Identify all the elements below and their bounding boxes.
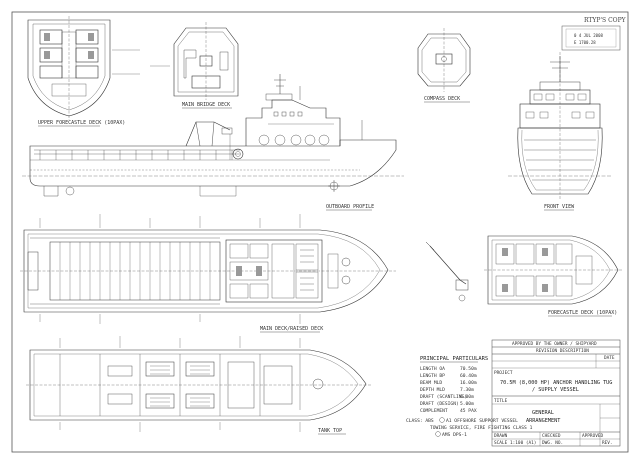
upper-forecastle-plan bbox=[27, 16, 140, 120]
stamp-line1: 0 4 JUL 2008 bbox=[574, 33, 603, 38]
bridge-deck-plan bbox=[150, 22, 239, 100]
title-block-field: APPROVED bbox=[582, 433, 604, 439]
particular-value: 5.00m bbox=[460, 401, 474, 407]
title-block-header: APPROVED BY THE OWNER / SHIPYARD bbox=[512, 341, 597, 347]
particular-label: BEAM MLD bbox=[420, 380, 442, 386]
particular-label: DRAFT (SCANTLING) bbox=[420, 394, 467, 400]
compass-deck-title: COMPASS DECK bbox=[424, 96, 460, 102]
particular-value: 60.40m bbox=[460, 373, 477, 379]
drawing-title-label: TITLE bbox=[494, 398, 508, 404]
drawing-title-line2: ARRANGEMENT bbox=[526, 418, 560, 424]
title-block-field: DWG. NO. bbox=[542, 440, 563, 446]
title-block-field: SCALE bbox=[494, 440, 508, 446]
drawing-title-line1: GENERAL bbox=[532, 410, 554, 416]
title-block-value: 1:100 (A1) bbox=[510, 440, 536, 446]
tank-top-title: TANK TOP bbox=[318, 428, 342, 434]
class-symbol-icon bbox=[435, 431, 441, 437]
principal-particulars: PRINCIPAL PARTICULARS LENGTH OA 70.50m L… bbox=[406, 356, 533, 438]
main-deck-plan bbox=[20, 214, 396, 324]
bridge-deck-title: MAIN BRIDGE DECK bbox=[182, 102, 230, 108]
particular-label: DRAFT (DESIGN) bbox=[420, 401, 459, 407]
particular-label: DEPTH MLD bbox=[420, 387, 445, 393]
stamp-line2: E 1700.28 bbox=[574, 40, 596, 45]
tank-top-plan bbox=[26, 336, 372, 432]
class-note: TOWING SERVICE, FIRE FIGHTING CLASS 1 bbox=[430, 425, 533, 431]
revision-date-label: DATE bbox=[604, 355, 615, 361]
title-block-subheader: REVISION DESCRIPTION bbox=[536, 348, 589, 354]
title-block bbox=[491, 339, 621, 447]
upper-forecastle-title: UPPER FORECASTLE DECK (10PAX) bbox=[38, 120, 125, 126]
front-view-title: FRONT VIEW bbox=[544, 204, 575, 210]
particular-value: 7.30m bbox=[460, 387, 474, 393]
project-title-line2: / SUPPLY VESSEL bbox=[532, 387, 579, 393]
title-block-field: DRAWN bbox=[494, 433, 508, 439]
front-view bbox=[508, 52, 612, 200]
stamp-title: RTYP'S COPY bbox=[584, 17, 627, 24]
class-note: A1 OFFSHORE SUPPORT VESSEL bbox=[446, 418, 518, 424]
particular-value: 45 PAX bbox=[460, 408, 477, 414]
outboard-profile-title: OUTBOARD PROFILE bbox=[326, 204, 374, 210]
particular-label: LENGTH OA bbox=[420, 366, 445, 372]
title-block-field: REV. bbox=[602, 440, 613, 446]
particular-label: LENGTH BP bbox=[420, 373, 445, 379]
sheet-border bbox=[11, 11, 629, 453]
title-block-field: CHECKED bbox=[542, 433, 561, 439]
main-deck-title: MAIN DECK/RAISED DECK bbox=[260, 326, 323, 332]
forecastle-plan bbox=[425, 235, 622, 305]
class-note: AMS DPS-1 bbox=[442, 432, 467, 438]
compass-deck-plan bbox=[417, 28, 471, 92]
forecastle-title: FORECASTLE DECK (10PAX) bbox=[548, 310, 617, 316]
class-symbol-icon bbox=[439, 417, 445, 423]
project-title-line1: 70.5M (8,000 HP) ANCHOR HANDLING TUG bbox=[500, 380, 612, 386]
approval-stamp: RTYP'S COPY 0 4 JUL 2008 E 1700.28 bbox=[561, 17, 627, 51]
project-label: PROJECT bbox=[494, 370, 513, 376]
particular-value: 6.00m bbox=[460, 394, 474, 400]
class-label: CLASS: ABS bbox=[406, 418, 434, 424]
particulars-title: PRINCIPAL PARTICULARS bbox=[420, 356, 488, 362]
particular-value: 70.50m bbox=[460, 366, 477, 372]
particular-label: COMPLEMENT bbox=[420, 408, 448, 414]
particular-value: 16.00m bbox=[460, 380, 477, 386]
outboard-profile bbox=[22, 74, 404, 197]
